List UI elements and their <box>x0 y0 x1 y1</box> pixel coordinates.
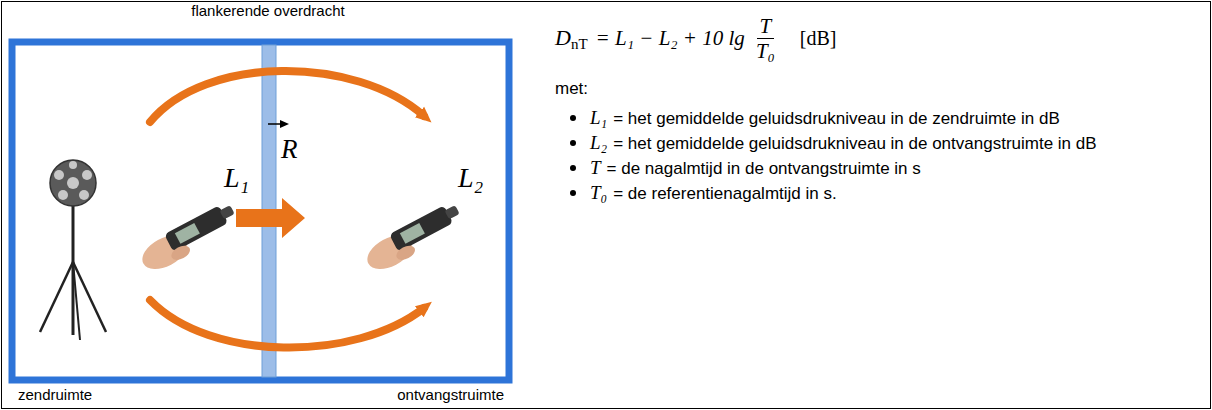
formula-subscript: nT <box>571 36 588 53</box>
bullet-dot <box>570 115 576 121</box>
bullet-list: L₁ = het gemiddelde geluidsdrukniveau in … <box>570 106 1170 205</box>
note: met: <box>555 78 588 100</box>
room-label: ontvangstruimte <box>397 386 504 404</box>
definition: = het gemiddelde geluidsdrukniveau in de… <box>613 109 1060 128</box>
bullet-dot <box>570 140 576 146</box>
formula-symbol: D <box>555 25 571 51</box>
fraction: TT₀ <box>753 15 778 62</box>
symbol: L₂ <box>590 132 607 153</box>
symbol: T <box>590 157 601 178</box>
symbol: T₀ <box>590 182 607 203</box>
bullet-item: L₁ = het gemiddelde geluidsdrukniveau in … <box>570 106 1150 130</box>
quantity-symbol: R <box>281 134 298 164</box>
formula: DnT = L₁ − L₂ + 10 lg TT₀ [dB] <box>555 10 837 66</box>
bullet-item: T = de nagalmtijd in de ontvangstruimte i… <box>570 156 1150 180</box>
formula-text: = L₁ − L₂ + 10 lg <box>596 26 745 51</box>
flanking-label: flankerende overdracht <box>188 2 348 19</box>
flanking-arrow <box>150 71 424 122</box>
sound-level-meter <box>136 201 242 276</box>
formula-symbol: T₀ <box>756 39 775 63</box>
sound-level-meter <box>361 201 467 276</box>
numerator: T <box>757 15 775 39</box>
definition: = het gemiddelde geluidsdrukniveau in de… <box>613 134 1096 153</box>
denominator: T₀ <box>753 39 778 62</box>
r-arrow <box>268 123 282 125</box>
flanking-arrow <box>150 300 424 348</box>
direct-transmission-arrow <box>236 198 305 238</box>
loudspeaker <box>40 160 106 340</box>
definition: = de nagalmtijd in de ontvangstruimte in… <box>607 159 921 178</box>
definition: = de referentienagalmtijd in s. <box>613 184 837 203</box>
bullet-dot <box>570 165 576 171</box>
symbol: L₁ <box>590 107 607 128</box>
room-label: zendruimte <box>18 386 92 404</box>
bullet-item: T₀ = de referentienagalmtijd in s. <box>570 181 1150 205</box>
quantity-symbol: L₂ <box>458 162 483 194</box>
formula-symbol: T <box>760 14 772 38</box>
bullet-item: L₂ = het gemiddelde geluidsdrukniveau in … <box>570 131 1150 155</box>
room-outline <box>12 42 509 380</box>
quantity-symbol: L₁ <box>224 162 249 194</box>
bullet-dot <box>570 190 576 196</box>
formula-unit: [dB] <box>800 27 837 50</box>
